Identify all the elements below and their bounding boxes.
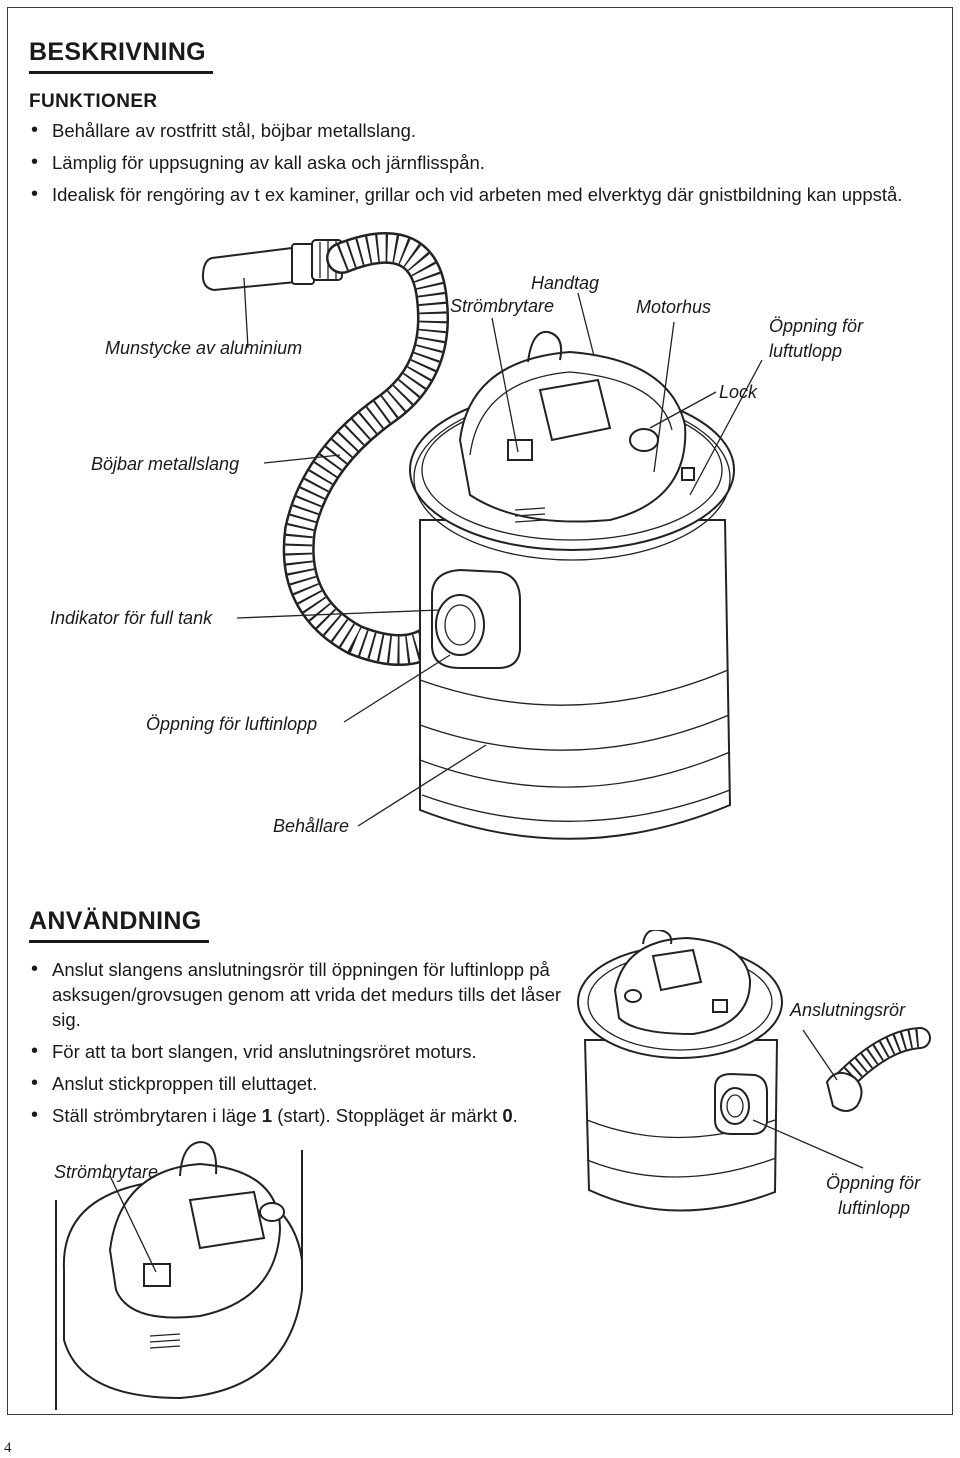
lid-latch xyxy=(629,428,659,452)
nozzle-shape xyxy=(201,246,298,292)
switch-box xyxy=(143,1263,171,1287)
label-air-outlet-line1: Öppning för xyxy=(769,316,864,336)
label-motor-housing: Motorhus xyxy=(636,297,712,317)
label-handle: Handtag xyxy=(531,273,600,293)
label-full-tank-indicator: Indikator för full tank xyxy=(50,608,213,628)
motor-window xyxy=(538,378,612,442)
list-item: Behållare av rostfritt stål, böjbar meta… xyxy=(29,118,934,143)
motor-housing xyxy=(458,350,687,523)
features-heading: FUNKTIONER xyxy=(29,91,158,112)
switch-box xyxy=(507,439,533,461)
label-nozzle: Munstycke av aluminium xyxy=(105,338,303,358)
title-underline xyxy=(29,940,209,943)
air-inlet-opening xyxy=(435,594,485,656)
section-title-description: BESKRIVNING xyxy=(29,38,206,66)
list-item: Anslut slangens anslutningsrör till öppn… xyxy=(29,957,579,1032)
handle-loop xyxy=(527,330,563,363)
label-lid: Lock xyxy=(719,382,758,402)
handle-loop xyxy=(642,930,673,945)
usage-list: Anslut slangens anslutningsrör till öppn… xyxy=(29,957,579,1135)
off-position-value: 0 xyxy=(502,1105,513,1126)
label-container: Behållare xyxy=(273,816,350,836)
lid-latch xyxy=(624,989,642,1003)
features-list: Behållare av rostfritt stål, böjbar meta… xyxy=(29,118,934,214)
air-inlet-opening xyxy=(720,1087,750,1125)
connector-pipe xyxy=(825,1071,863,1112)
lid-latch xyxy=(259,1202,285,1222)
page-number: 4 xyxy=(4,1440,12,1456)
motor-window xyxy=(188,1190,266,1250)
label-switch-closeup: Strömbrytare xyxy=(54,1162,159,1182)
label-air-inlet: Öppning för luftinlopp xyxy=(146,714,318,734)
label-hose: Böjbar metallslang xyxy=(91,454,240,474)
switch-box xyxy=(712,999,728,1013)
on-position-value: 1 xyxy=(261,1105,273,1126)
label-air-inlet-line1: Öppning för xyxy=(826,1173,921,1193)
usage-vacuum-illustration xyxy=(577,930,931,1212)
label-switch: Strömbrytare xyxy=(450,296,555,316)
motor-window xyxy=(651,948,703,992)
title-underline xyxy=(29,71,213,74)
list-item: För att ta bort slangen, vrid anslutning… xyxy=(29,1039,579,1064)
list-item: Lämplig för uppsugning av kall aska och … xyxy=(29,150,934,175)
page-frame xyxy=(7,7,953,1415)
nozzle-collar xyxy=(291,243,315,285)
list-item: Idealisk för rengöring av t ex kaminer, … xyxy=(29,182,934,207)
handle-loop xyxy=(179,1140,218,1177)
label-air-outlet-line2: luftutlopp xyxy=(769,341,843,361)
list-item: Ställ strömbrytaren i läge 1 (start). St… xyxy=(29,1103,579,1128)
container-body xyxy=(419,519,732,840)
switch-closeup-illustration xyxy=(55,1140,303,1410)
ash-vacuum-illustration xyxy=(201,232,763,840)
section-title-usage: ANVÄNDNING xyxy=(29,907,202,935)
label-air-inlet-line2: luftinlopp xyxy=(838,1198,911,1218)
label-connector: Anslutningsrör xyxy=(790,1000,906,1020)
list-item: Anslut stickproppen till eluttaget. xyxy=(29,1071,579,1096)
